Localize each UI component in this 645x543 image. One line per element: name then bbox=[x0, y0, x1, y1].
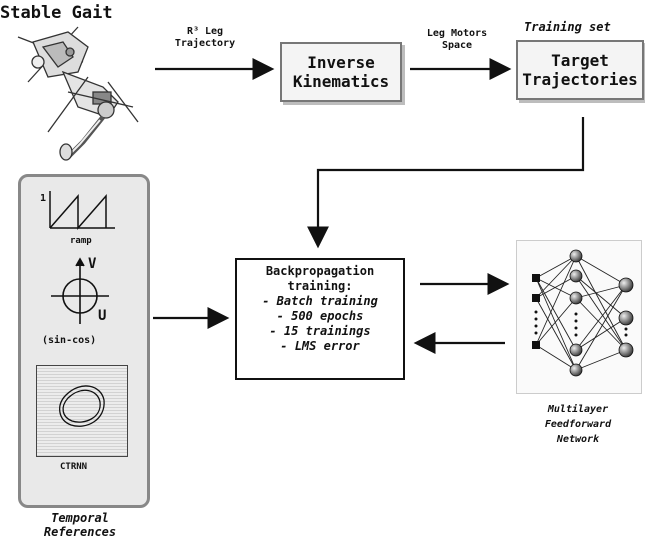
ctrnn-plot bbox=[36, 365, 128, 457]
ramp-plot bbox=[49, 191, 115, 230]
network-caption-line2: Feedforward bbox=[544, 419, 612, 430]
bp-title-line2: training: bbox=[287, 279, 353, 293]
arrow1-label-line1: R³ Leg bbox=[186, 26, 224, 37]
network-caption: Multilayer Feedforward Network bbox=[516, 402, 640, 447]
network-caption-line1: Multilayer bbox=[547, 404, 609, 415]
ctrnn-trajectory bbox=[59, 385, 105, 427]
arrow2-label: Leg Motors Space bbox=[412, 28, 502, 52]
bp-title-line1: Backpropagation bbox=[265, 264, 375, 278]
bp-item-2: - 500 epochs bbox=[276, 309, 364, 323]
ik-line1: Inverse bbox=[307, 53, 375, 72]
sincos-label: (sin-cos) bbox=[42, 335, 97, 346]
robot-leg-illustration bbox=[17, 26, 139, 161]
ramp-label: ramp bbox=[70, 236, 92, 246]
inverse-kinematics-box: Inverse Kinematics bbox=[280, 42, 402, 102]
arrow2-label-line2: Space bbox=[441, 40, 473, 51]
bp-item-1: - Batch training bbox=[262, 294, 378, 308]
target-trajectories-box: Target Trajectories bbox=[516, 40, 644, 100]
backprop-box: Backpropagation training: - Batch traini… bbox=[235, 258, 405, 380]
temporal-caption-line2: References bbox=[43, 525, 117, 539]
target-line2: Trajectories bbox=[522, 70, 638, 89]
arrow-target-to-bp bbox=[307, 117, 585, 249]
bp-item-3: - 15 trainings bbox=[269, 324, 371, 338]
training-set-label: Training set bbox=[524, 20, 611, 34]
arrow2-label-line1: Leg Motors bbox=[426, 28, 488, 39]
arrow1-label: R³ Leg Trajectory bbox=[160, 26, 250, 50]
ramp-axis-label: 1 bbox=[40, 193, 47, 204]
sin-cos-plot bbox=[51, 257, 109, 324]
network-graph bbox=[532, 249, 634, 377]
page-title: Stable Gait bbox=[0, 3, 113, 23]
network-caption-line3: Network bbox=[556, 434, 600, 445]
ik-line2: Kinematics bbox=[292, 72, 390, 91]
temporal-caption: Temporal References bbox=[30, 511, 130, 539]
target-line1: Target bbox=[551, 51, 609, 70]
u-axis-label: U bbox=[98, 308, 107, 324]
arrow1-label-line2: Trajectory bbox=[174, 38, 236, 49]
ctrnn-label: CTRNN bbox=[60, 462, 88, 472]
bp-item-4: - LMS error bbox=[280, 339, 360, 353]
temporal-caption-line1: Temporal bbox=[51, 511, 109, 525]
v-axis-label: V bbox=[88, 256, 97, 272]
